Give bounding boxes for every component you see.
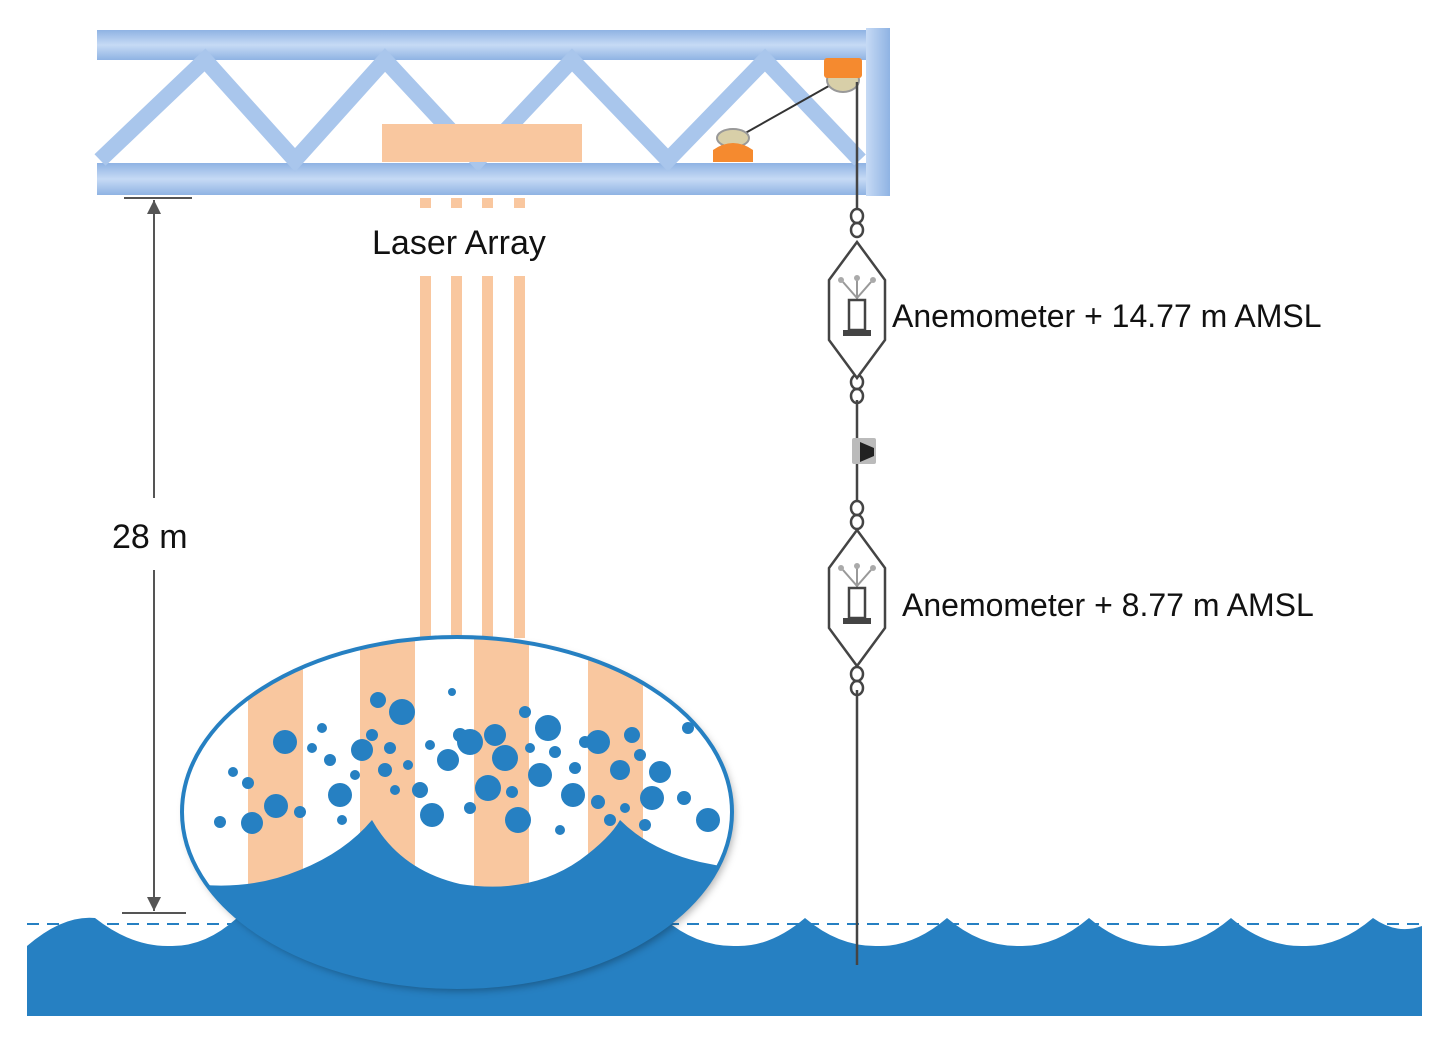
spray-detail (182, 637, 732, 987)
spray-droplet (528, 763, 552, 787)
spray-droplet (604, 814, 616, 826)
cable-sensor-icon (852, 438, 876, 464)
truss-vertical-post (866, 28, 890, 196)
spray-droplet (525, 743, 535, 753)
spray-droplet (351, 739, 373, 761)
spray-droplet (549, 746, 561, 758)
spray-droplet (492, 745, 518, 771)
spray-droplets (214, 688, 720, 835)
spray-droplet (519, 706, 531, 718)
spray-droplet (696, 808, 720, 832)
pulley-system (713, 58, 862, 162)
spray-droplet (378, 763, 392, 777)
spray-droplet (639, 819, 651, 831)
spray-droplet (634, 749, 646, 761)
spray-droplet (403, 760, 413, 770)
truss-top-chord (97, 30, 867, 60)
pulley-mount (824, 58, 862, 78)
spray-droplet (366, 729, 378, 741)
spray-droplet (624, 727, 640, 743)
laser-array-label: Laser Array (372, 224, 546, 262)
spray-droplet (586, 730, 610, 754)
spray-droplet (384, 742, 396, 754)
anemometer-upper-icon (827, 239, 887, 381)
spray-droplet (420, 803, 444, 827)
winch-icon (713, 143, 753, 162)
spray-droplet (457, 729, 483, 755)
spray-droplet (390, 785, 400, 795)
spray-droplet (569, 762, 581, 774)
laser-array-housing (382, 124, 582, 162)
spray-droplet (337, 815, 347, 825)
spray-droplet (264, 794, 288, 818)
spray-droplet (228, 767, 238, 777)
height-dimension (122, 197, 192, 914)
spray-droplet (649, 761, 671, 783)
sea-surface (27, 917, 1422, 1016)
spray-droplet (610, 760, 630, 780)
spray-droplet (370, 692, 386, 708)
anemometer-upper-label: Anemometer + 14.77 m AMSL (892, 298, 1322, 334)
spray-droplet (535, 715, 561, 741)
spray-droplet (561, 783, 585, 807)
laser-beams-lower (420, 276, 525, 638)
laser-beams-upper (420, 198, 525, 208)
height-label: 28 m (112, 518, 188, 556)
spray-droplet (555, 825, 565, 835)
spray-droplet (324, 754, 336, 766)
spray-droplet (328, 783, 352, 807)
spray-droplet (317, 723, 327, 733)
anemometer-lower-icon (827, 527, 887, 669)
spray-droplet (389, 699, 415, 725)
spray-droplet (437, 749, 459, 771)
spray-droplet (448, 688, 456, 696)
spray-droplet (484, 724, 506, 746)
sea-waves (27, 917, 1422, 1016)
spray-droplet (294, 806, 306, 818)
spray-droplet (307, 743, 317, 753)
spray-droplet (214, 816, 226, 828)
anemometer-lower-label: Anemometer + 8.77 m AMSL (902, 587, 1314, 623)
spray-droplet (242, 777, 254, 789)
truss-structure (94, 28, 890, 196)
spray-droplet (475, 775, 501, 801)
spray-droplet (425, 740, 435, 750)
breaking-wave (182, 820, 732, 987)
spray-droplet (620, 803, 630, 813)
spray-droplet (505, 807, 531, 833)
spray-droplet (682, 722, 694, 734)
spray-droplet (412, 782, 428, 798)
spray-ellipse-border (180, 635, 734, 989)
spray-droplet (241, 812, 263, 834)
spray-droplet (273, 730, 297, 754)
spray-droplet (350, 770, 360, 780)
spray-droplet (677, 791, 691, 805)
spray-droplet (506, 786, 518, 798)
spray-droplet (464, 802, 476, 814)
spray-droplet (640, 786, 664, 810)
truss-bottom-chord (97, 163, 867, 195)
spray-droplet (591, 795, 605, 809)
